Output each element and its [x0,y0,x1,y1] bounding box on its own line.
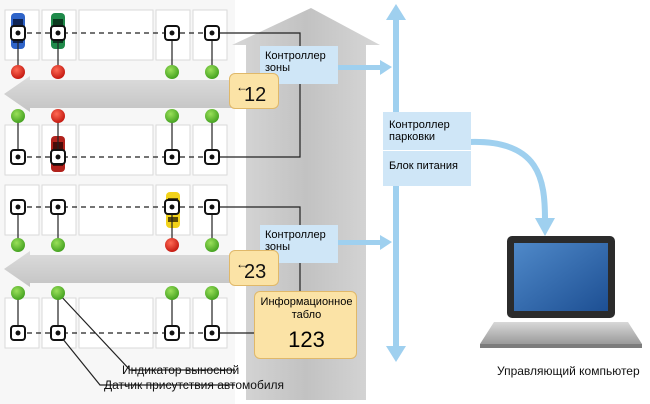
parking-controller-divider [383,150,471,151]
driveway-arrow-bottom [4,251,248,287]
parking-row-1 [4,9,228,61]
power-block-label: Блок питания [389,160,458,172]
info-board-title-line2: табло [291,309,322,321]
parking-row-3 [4,184,228,236]
laptop-icon [480,236,642,348]
zone-sign-bottom: ← 23 [229,250,279,286]
sensor-dots [15,30,215,336]
parking-controller: Контроллер парковки Блок питания [383,112,471,186]
computer-link [469,138,548,221]
zone-sign-bottom-value: 23 [244,261,267,283]
parking-row-2 [4,124,228,176]
zone-sign-bottom-arrow: ← [236,257,248,271]
parking-row-4 [4,297,228,349]
sensor-caption: Датчик присутствия автомобиля [104,378,285,392]
parking-controller-label: Контроллер парковки [389,119,450,143]
indicator-light [11,65,219,300]
computer-caption: Управляющий компьютер [497,364,640,378]
info-board-value: 123 [288,327,325,352]
controller-links [338,60,392,250]
sensor-icon [10,25,220,341]
info-board: Информационное табло 123 [254,291,357,359]
indicator-caption: Индикатор выносной [122,363,240,377]
driveway-arrow-top [4,76,248,112]
zone-controller-top-line1: Контроллер [265,50,326,62]
computer-link-arrowhead [535,218,555,236]
zone-sign-top: ← 12 [229,73,279,109]
zone-controller-top-line2: зоны [265,62,291,74]
parking-controller-line2: парковки [389,131,436,143]
zone-controller-bottom-line1: Контроллер [265,229,326,241]
parking-controller-line1: Контроллер [389,119,450,131]
info-board-title-line1: Информационное [260,296,353,308]
zone-sign-top-value: 12 [244,84,267,106]
zone-sign-top-arrow: ← [236,80,248,94]
